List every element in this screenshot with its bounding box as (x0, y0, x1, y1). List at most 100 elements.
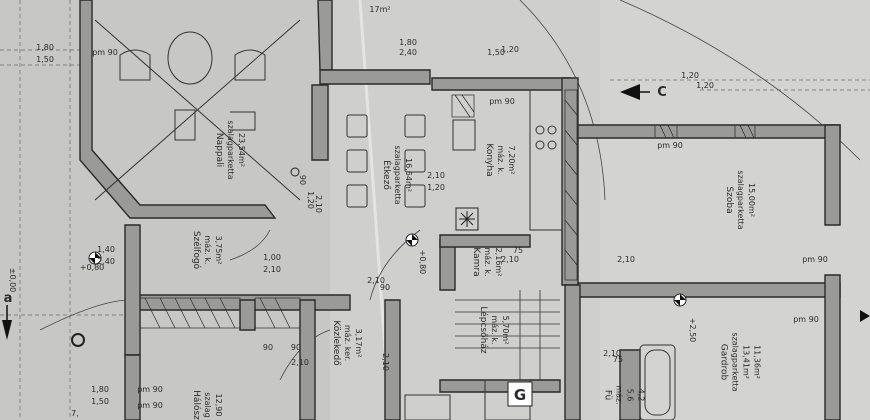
room-label-line: 13,41m² (742, 345, 751, 379)
room-label-line: Fü (603, 390, 613, 400)
dimension-label: 75 (513, 246, 523, 255)
room-label-line: 5,6 (626, 389, 635, 402)
room-label-line: szalagparketta (736, 170, 745, 229)
snowflake-icon (455, 207, 479, 231)
dimension-label: pm 90 (137, 385, 163, 394)
dimension-label: pm 90 (489, 97, 515, 106)
room-label-line: Gardrob (719, 344, 729, 381)
room-label-line: máz. k. (496, 145, 505, 174)
room-label-line: Közlekedő (331, 320, 341, 366)
dimension-label: 2,10 (381, 353, 390, 371)
stair-marker-box (507, 381, 533, 407)
room-label-line: 11,36m² (753, 345, 762, 379)
dimension-label: 1,80 (36, 43, 54, 52)
dimension-label: 1,00 (263, 253, 281, 262)
furniture (94, 19, 676, 420)
room-label-line: Szoba (724, 186, 734, 213)
dimension-label: 2,10 (603, 349, 621, 358)
room-label-line: 4,2 (637, 389, 646, 402)
room-label-line: máz. k. (483, 247, 492, 276)
dimension-label: 1,50 (487, 48, 505, 57)
room-label-line: máz. ker. (343, 325, 352, 361)
room-label-line: 5,70m² (501, 316, 510, 345)
dimension-label: 2,10 (427, 171, 445, 180)
dimension-label: 1,50 (36, 55, 54, 64)
room-label-line: 23,54m² (237, 133, 246, 167)
section-mark-c: C (657, 85, 667, 100)
room-label-line: máz. k. (490, 315, 499, 344)
stair-label: G (514, 386, 526, 404)
dimension-label: pm 90 (793, 315, 819, 324)
dimension-label: 2,10 (501, 255, 519, 264)
room-label-line: szalagparketta (226, 120, 235, 179)
room-label-line: 7,20m² (507, 146, 516, 175)
dimension-label: 1,50 (91, 397, 109, 406)
dimension-label: 1,80 (91, 385, 109, 394)
dimension-label: 1,20 (696, 81, 714, 90)
dimension-label: 2,10 (617, 255, 635, 264)
dimension-label: 2,10 (367, 276, 385, 285)
room-label-line: Lépcsőház (478, 306, 489, 353)
room-label-line: Nappali (214, 133, 224, 167)
dimension-label: 90 (298, 175, 307, 185)
room-label-line: szalagparketta (731, 332, 740, 391)
dimension-label: 1,40 (97, 245, 115, 254)
dimension-label: 1,20 (501, 45, 519, 54)
dimension-label: 2,40 (399, 48, 417, 57)
dimension-label: 1,20 (681, 71, 699, 80)
dimension-label: +2,50 (688, 318, 697, 343)
section-arrows (2, 84, 870, 340)
dimension-label: 2,10 (314, 195, 323, 213)
dimension-label: 2,10 (291, 358, 309, 367)
room-label-line: 3,75m² (214, 236, 223, 265)
dimension-label: 1,20 (306, 191, 315, 209)
room-label-line: Hálósz (191, 390, 202, 420)
room-label-line: Szélfogó (191, 231, 202, 270)
room-label-line: 16,64m² (404, 158, 413, 192)
dimension-label: 1,80 (399, 38, 417, 47)
dimension-label: 75 (613, 355, 623, 364)
room-label-line: máz. k. (203, 235, 212, 264)
dimension-label: pm 90 (802, 255, 828, 264)
dimension-label: 90 (380, 283, 390, 292)
dimension-label: 2,40 (97, 257, 115, 266)
dimension-label: +0,80 (418, 250, 427, 275)
dimension-label: 7, (71, 409, 79, 418)
room-label-line: 3,17m² (354, 329, 363, 358)
room-label-line: szalagparketta (393, 145, 402, 204)
dimension-label: 1,20 (427, 183, 445, 192)
level-marks (71, 167, 687, 347)
room-label-line: 2,16m² (494, 248, 503, 277)
room-label-line: szalag (203, 392, 212, 417)
dimension-label: ±0,00 (8, 268, 17, 293)
dimension-label: pm 90 (92, 48, 118, 57)
room-label-line: máz. (615, 385, 624, 404)
dimension-label: 17m² (369, 5, 390, 14)
room-label-line: Étkező (381, 160, 393, 190)
section-mark-a: a (4, 291, 13, 306)
room-label-line: 15,00m² (747, 183, 756, 217)
room-label-line: Kamra (471, 247, 481, 276)
dimension-label: 90 (291, 343, 301, 352)
room-label-line: 12,90 (214, 394, 223, 417)
hatched-walls (139, 89, 756, 329)
dimension-label: pm 90 (137, 401, 163, 410)
dimension-label: 2,10 (263, 265, 281, 274)
dimension-label: +0,80 (80, 263, 105, 272)
dimension-label: 90 (263, 343, 273, 352)
stairs (455, 290, 560, 380)
